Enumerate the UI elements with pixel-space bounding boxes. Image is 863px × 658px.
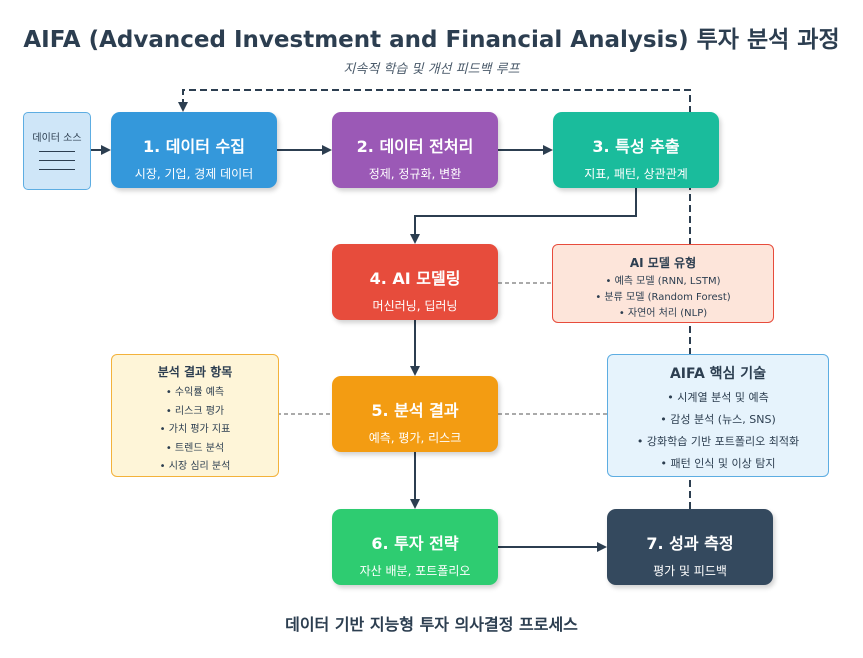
step-title: 2. 데이터 전처리 <box>356 137 474 156</box>
step-subtitle: 머신러닝, 딥러닝 <box>372 299 458 313</box>
data-source-label: 데이터 소스 <box>32 133 82 144</box>
panel-item: • 예측 모델 (RNN, LSTM) <box>605 276 721 287</box>
data-source-document: 데이터 소스 <box>23 112 91 190</box>
document-line <box>39 169 75 170</box>
step-title: 3. 특성 추출 <box>592 137 680 156</box>
step-data-collection: 1. 데이터 수집 시장, 기업, 경제 데이터 <box>111 112 277 188</box>
step-data-preprocessing: 2. 데이터 전처리 정제, 정규화, 변환 <box>332 112 498 188</box>
step-subtitle: 지표, 패턴, 상관관계 <box>584 167 688 181</box>
step-investment-strategy: 6. 투자 전략 자산 배분, 포트폴리오 <box>332 509 498 585</box>
feedback-loop-label: 지속적 학습 및 개선 피드백 루프 <box>343 62 520 77</box>
step-analysis-results: 5. 분석 결과 예측, 평가, 리스크 <box>332 376 498 452</box>
step-subtitle: 예측, 평가, 리스크 <box>368 431 462 445</box>
panel-item: • 시장 심리 분석 <box>159 461 231 472</box>
analysis-results-panel: 분석 결과 항목 • 수익률 예측 • 리스크 평가 • 가치 평가 지표 • … <box>111 354 279 477</box>
panel-item: • 분류 모델 (Random Forest) <box>595 292 731 303</box>
step-title: 1. 데이터 수집 <box>143 137 245 156</box>
panel-item: • 시계열 분석 및 예측 <box>667 391 769 404</box>
step-subtitle: 평가 및 피드백 <box>653 564 727 578</box>
panel-item: • 수익률 예측 <box>165 387 225 398</box>
panel-title: 분석 결과 항목 <box>157 365 233 379</box>
step-subtitle: 정제, 정규화, 변환 <box>368 167 462 181</box>
step-subtitle: 시장, 기업, 경제 데이터 <box>134 167 254 181</box>
step-title: 6. 투자 전략 <box>371 534 459 553</box>
document-line <box>39 160 75 161</box>
core-tech-panel: AIFA 핵심 기술 • 시계열 분석 및 예측 • 감성 분석 (뉴스, SN… <box>607 354 829 477</box>
step-title: 5. 분석 결과 <box>371 401 459 420</box>
panel-item: • 가치 평가 지표 <box>159 424 231 435</box>
step-subtitle: 자산 배분, 포트폴리오 <box>359 564 471 578</box>
arrow-3-to-4 <box>410 188 637 244</box>
panel-item: • 리스크 평가 <box>165 405 225 417</box>
panel-item: • 자연어 처리 (NLP) <box>618 308 708 319</box>
step-title: 4. AI 모델링 <box>369 269 461 288</box>
ai-model-types-panel: AI 모델 유형 • 예측 모델 (RNN, LSTM) • 분류 모델 (Ra… <box>552 244 774 323</box>
diagram-title: AIFA (Advanced Investment and Financial … <box>23 27 840 53</box>
panel-item: • 강화학습 기반 포트폴리오 최적화 <box>636 435 800 448</box>
step-ai-modeling: 4. AI 모델링 머신러닝, 딥러닝 <box>332 244 498 320</box>
panel-title: AIFA 핵심 기술 <box>669 366 767 382</box>
panel-title: AI 모델 유형 <box>629 256 697 270</box>
diagram-footer: 데이터 기반 지능형 투자 의사결정 프로세스 <box>285 615 578 634</box>
panel-item: • 트렌드 분석 <box>165 442 225 454</box>
step-title: 7. 성과 측정 <box>646 534 734 553</box>
step-feature-extraction: 3. 특성 추출 지표, 패턴, 상관관계 <box>553 112 719 188</box>
document-line <box>39 151 75 152</box>
panel-item: • 감성 분석 (뉴스, SNS) <box>660 413 776 426</box>
step-performance-measurement: 7. 성과 측정 평가 및 피드백 <box>607 509 773 585</box>
panel-item: • 패턴 인식 및 이상 탐지 <box>660 457 776 470</box>
